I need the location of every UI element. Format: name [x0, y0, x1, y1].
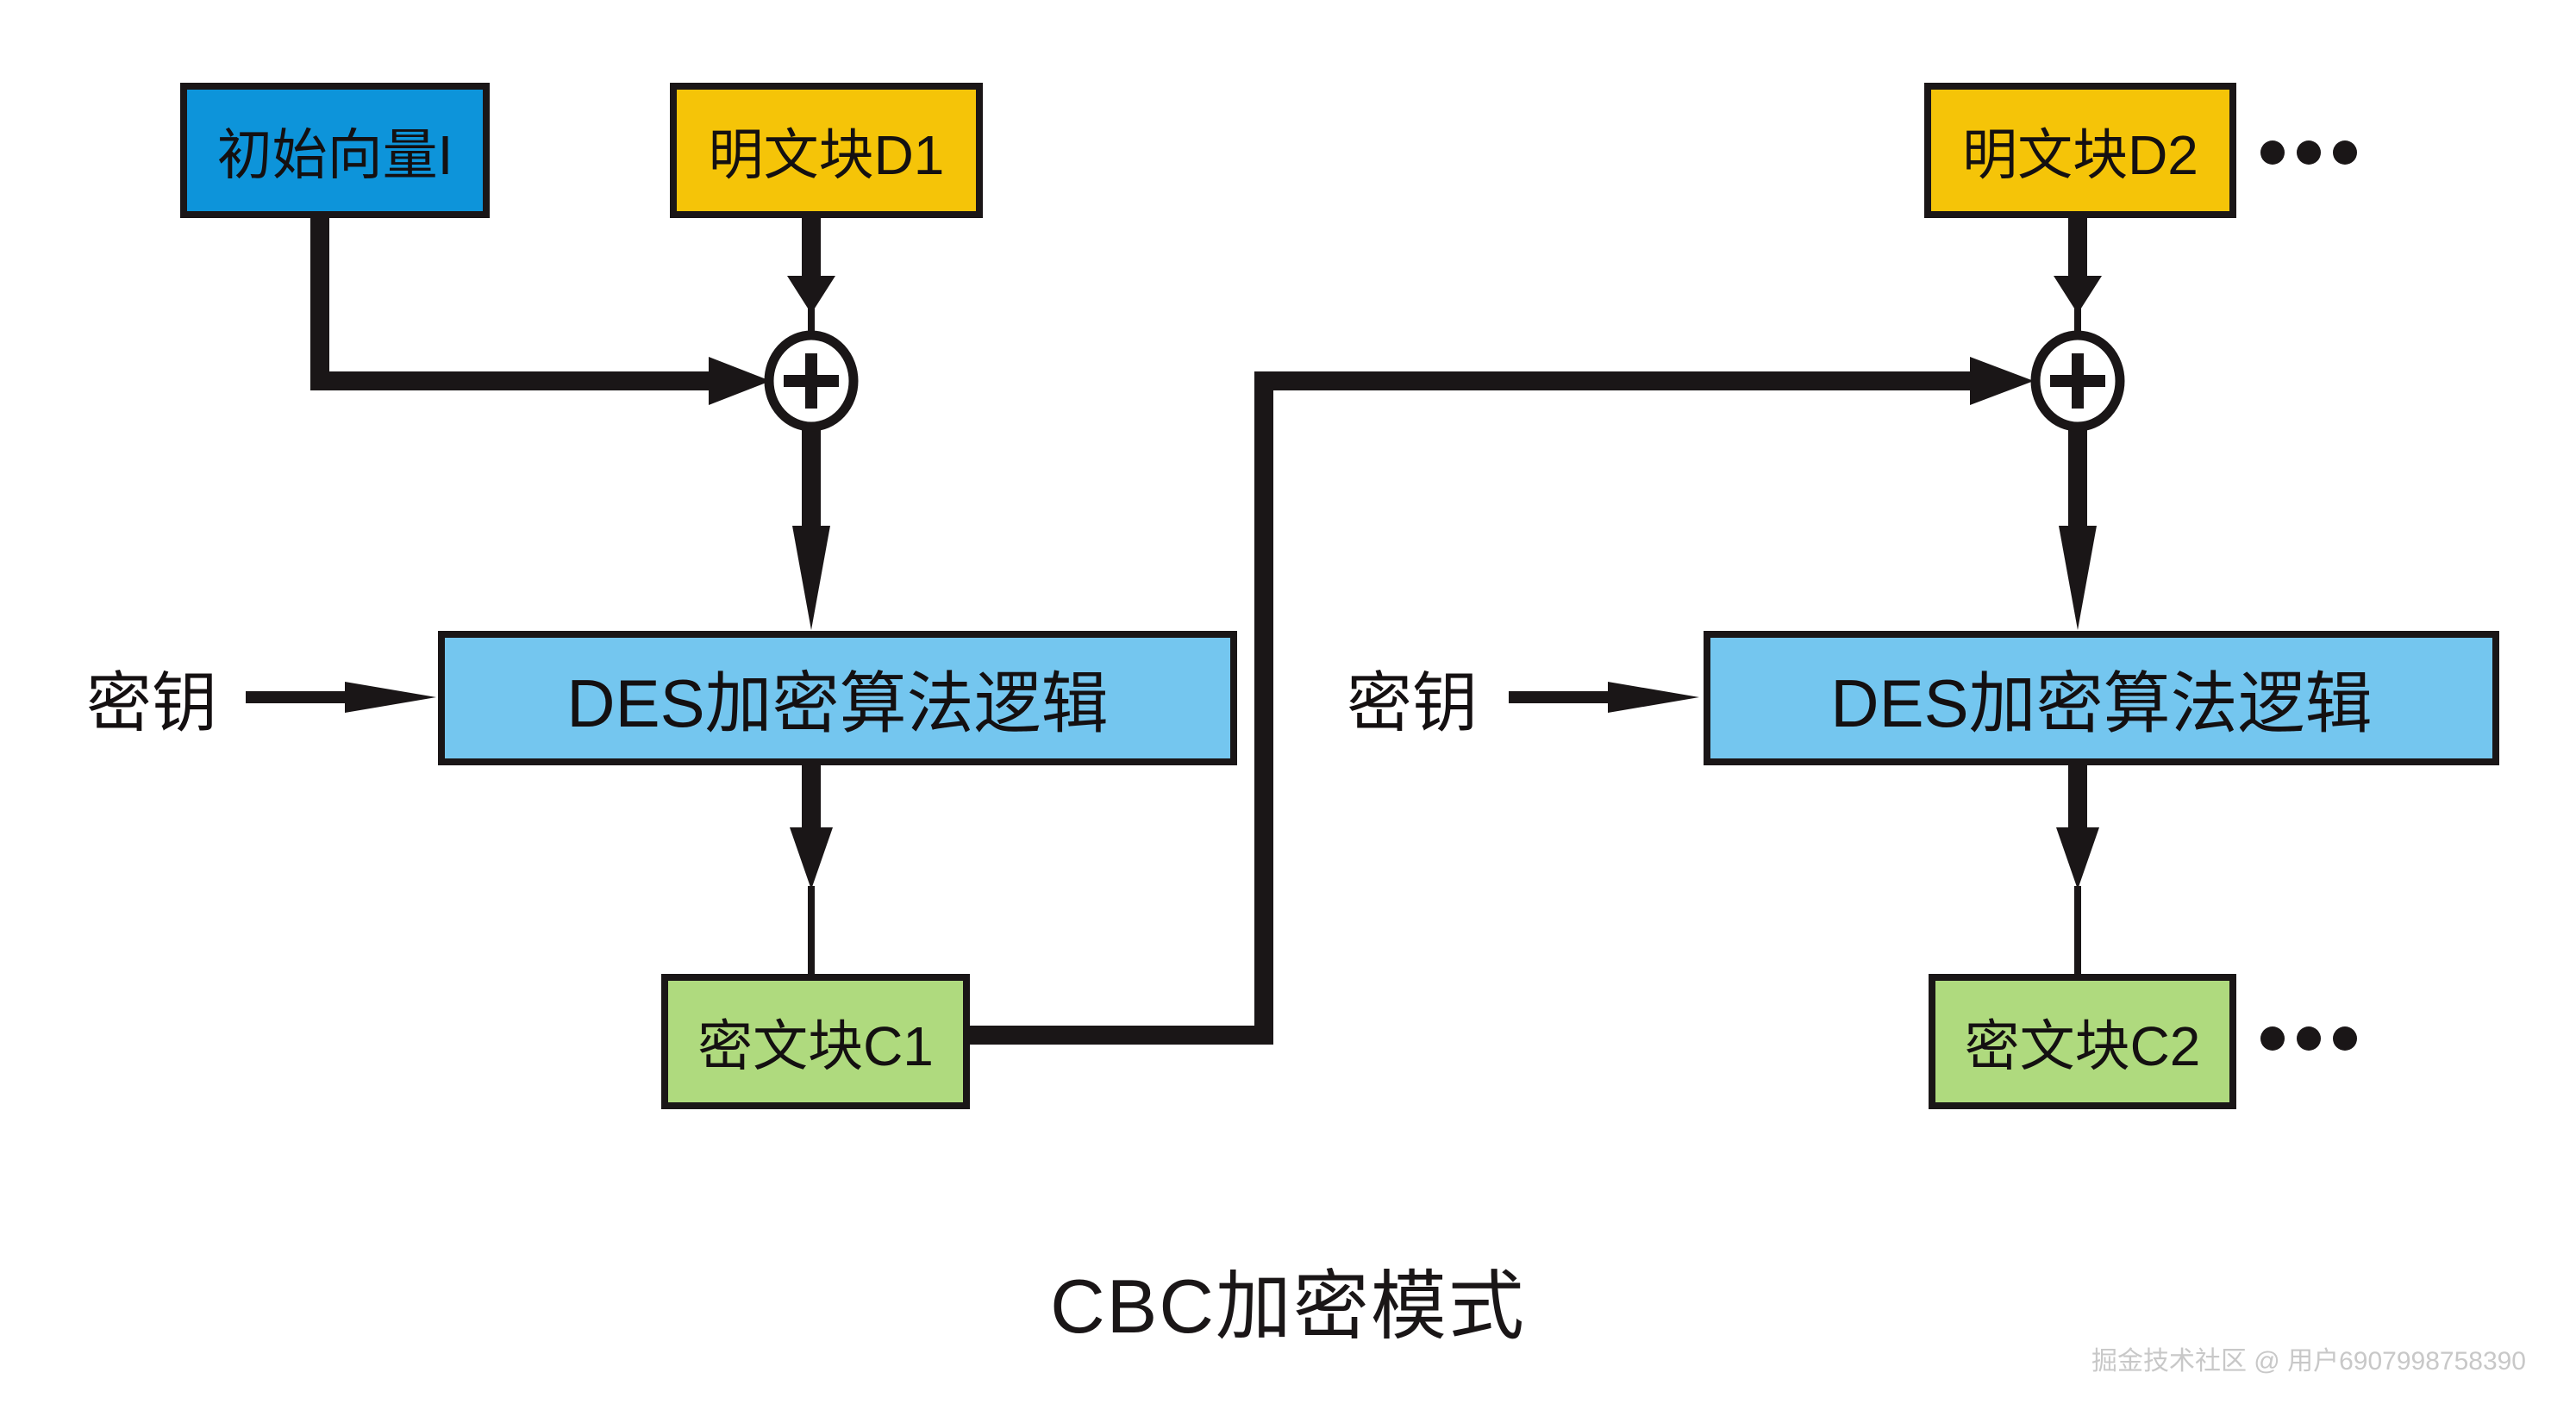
node-plain-block-2: 明文块D2	[1924, 83, 2236, 218]
watermark: 掘金技术社区 @ 用户6907998758390	[2091, 1347, 2526, 1376]
node-des-logic-2: DES加密算法逻辑	[1704, 631, 2499, 765]
arrow-key1-to-des1	[246, 682, 436, 713]
xor-icon-2	[2030, 330, 2125, 432]
arrow-key2-to-des2	[1509, 682, 1699, 713]
label-key-1: 密钥	[86, 667, 217, 740]
arrow-xor2-to-des2	[2059, 425, 2097, 630]
label-key-2: 密钥	[1347, 667, 1478, 740]
node-des-logic-1: DES加密算法逻辑	[438, 631, 1237, 765]
xor-icon-1	[764, 330, 859, 432]
arrow-xor1-to-des1	[792, 425, 830, 630]
arrow-des2-to-c2	[2056, 764, 2099, 976]
arrow-iv-to-xor1	[310, 218, 771, 405]
ellipsis-icon-plain	[2260, 140, 2357, 165]
arrow-des1-to-c1	[790, 764, 833, 976]
node-initial-vector: 初始向量I	[180, 83, 490, 218]
node-plain-block-1: 明文块D1	[670, 83, 983, 218]
arrow-d2-to-xor2	[2054, 218, 2102, 338]
ellipsis-icon-cipher	[2260, 1026, 2357, 1051]
arrow-d1-to-xor1	[787, 218, 835, 338]
arrow-c1-to-xor2	[970, 357, 2034, 1045]
node-cipher-block-2: 密文块C2	[1929, 974, 2236, 1109]
node-cipher-block-1: 密文块C1	[661, 974, 970, 1109]
diagram-title: CBC加密模式	[1050, 1263, 1526, 1349]
